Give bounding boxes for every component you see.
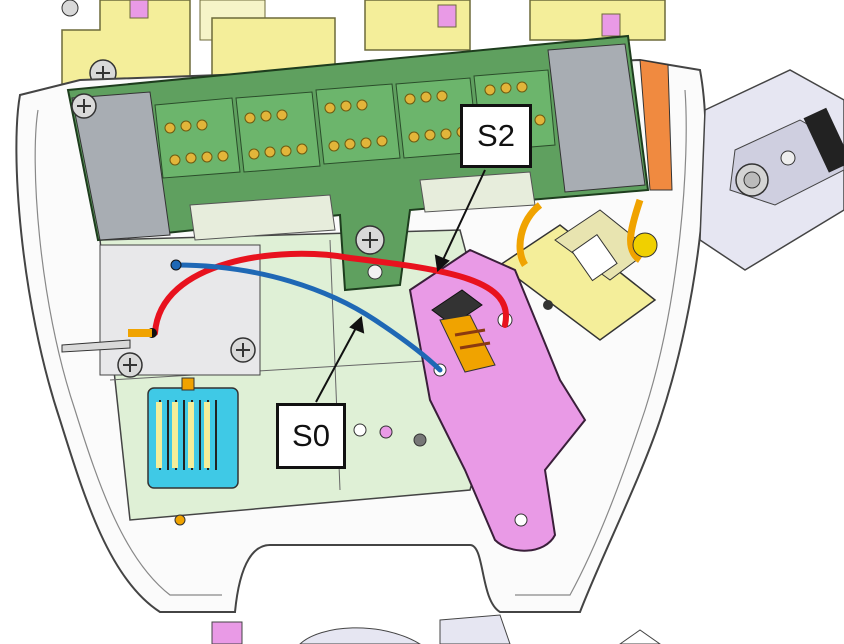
s2-arrowhead xyxy=(434,254,450,272)
pink-mount xyxy=(408,248,587,552)
s0-arrowhead xyxy=(349,316,365,334)
top-housing-parts xyxy=(61,0,666,101)
right-connector xyxy=(498,59,673,341)
red-cable xyxy=(152,250,509,336)
side-motor xyxy=(699,69,844,271)
heatsink xyxy=(147,377,239,489)
bottom-parts xyxy=(211,614,661,644)
callout-leaders xyxy=(315,169,486,403)
callout-s0: S0 xyxy=(276,403,346,469)
s0-leader-line xyxy=(315,325,358,403)
pcb-board xyxy=(66,34,650,292)
s2-leader-line xyxy=(441,169,486,263)
blue-cable xyxy=(173,262,443,373)
callout-s2: S2 xyxy=(460,104,532,168)
